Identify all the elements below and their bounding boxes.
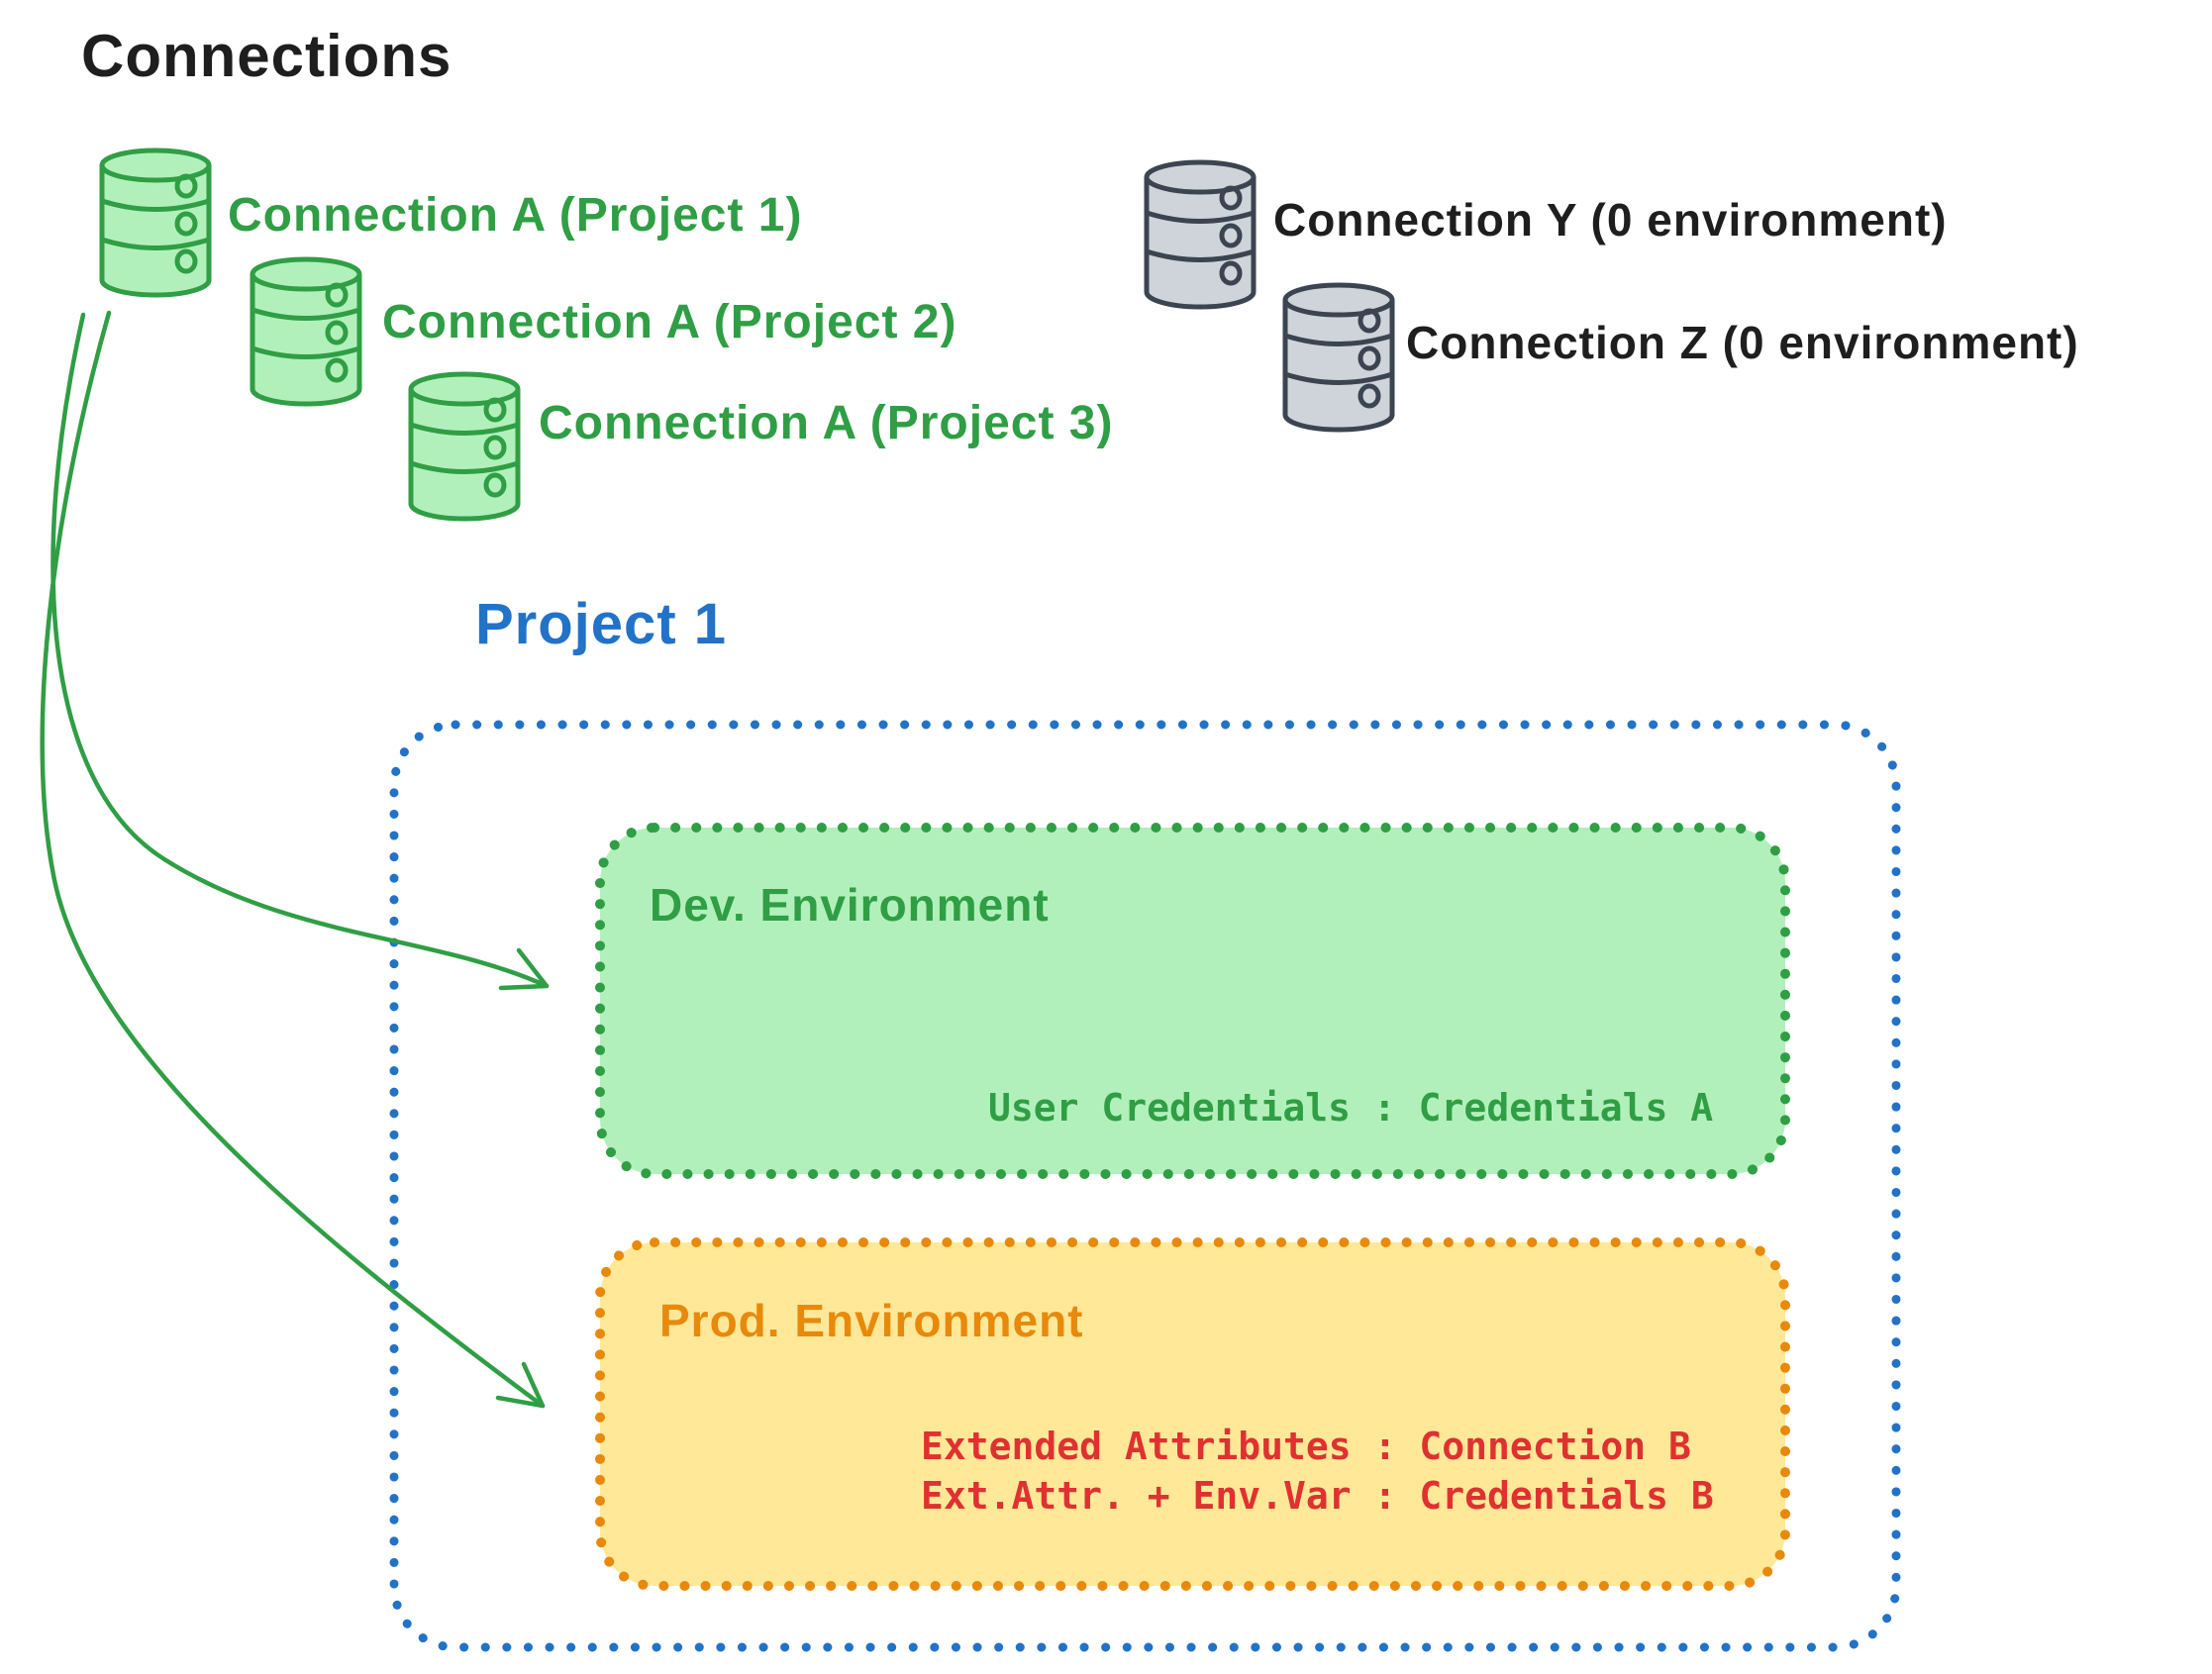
dev-environment-title: Dev. Environment [650,879,1050,931]
prod-environment-mapping-line-2: Ext.Attr. + Env.Var : Credentials B [921,1474,1714,1518]
project-1-title: Project 1 [475,592,727,656]
prod-environment-title: Prod. Environment [659,1295,1084,1346]
connection-z-label: Connection Z (0 environment) [1406,317,2079,368]
database-icon-connection-z [1285,285,1392,430]
prod-environment-box [595,1237,1790,1591]
arrow-connection-a-to-dev [50,312,550,991]
connection-a-project-2-label: Connection A (Project 2) [382,296,957,348]
arrow-connection-a-to-prod [40,310,546,1409]
dev-environment-box [595,823,1790,1179]
connection-a-project-3-label: Connection A (Project 3) [539,397,1114,449]
dev-environment-mapping: User Credentials : Credentials A [988,1086,1714,1130]
database-icon-connection-a-project-3 [411,374,518,519]
database-icon-connection-y [1147,162,1254,307]
arrowhead-prod-icon [495,1361,546,1409]
connection-y-label: Connection Y (0 environment) [1273,194,1948,246]
database-icon-connection-a-project-2 [252,259,359,404]
diagram-title: Connections [81,23,452,89]
arrowhead-dev-icon [498,947,550,991]
connection-a-project-1-label: Connection A (Project 1) [228,189,803,242]
project-1-boundary [389,720,1901,1652]
database-icon-connection-a-project-1 [102,150,209,295]
prod-environment-mapping-line-1: Extended Attributes : Connection B [921,1425,1691,1468]
